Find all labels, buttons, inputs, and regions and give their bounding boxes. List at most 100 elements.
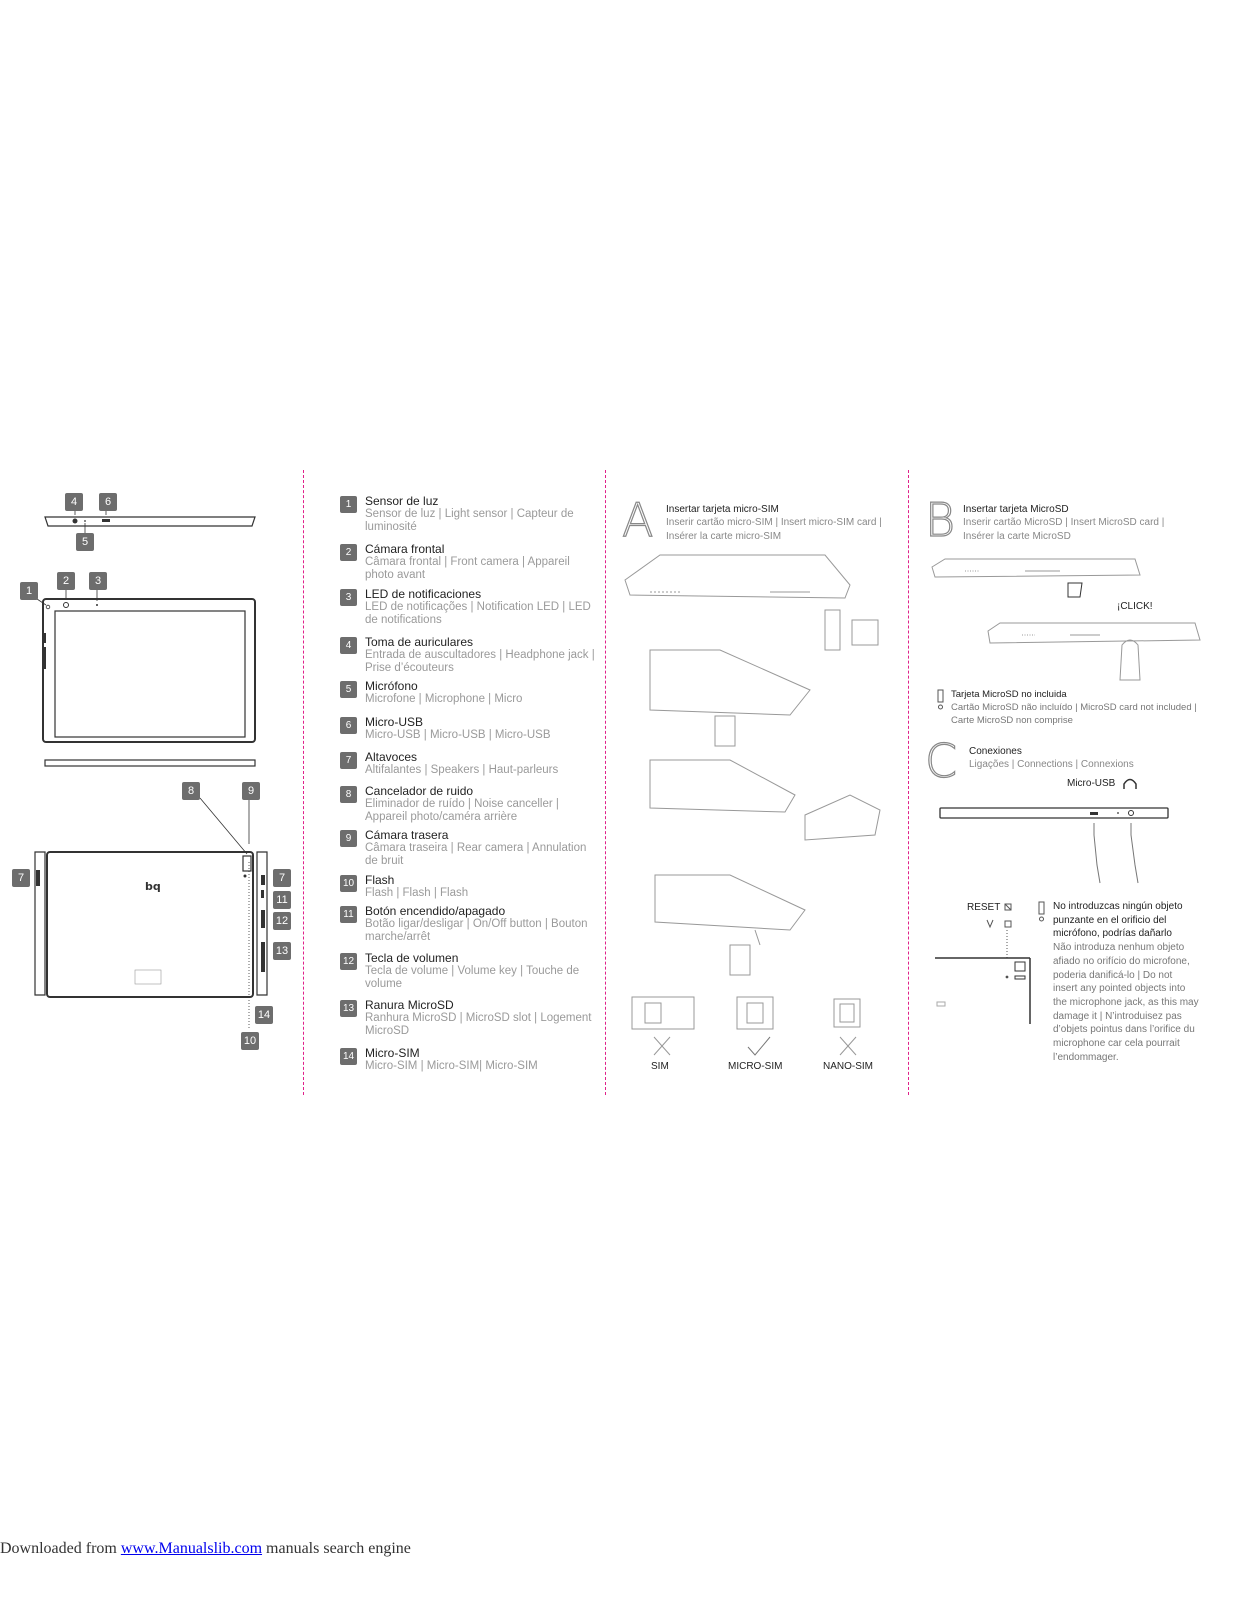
component-translations: Micro-USB | Micro-USB | Micro-USB (365, 729, 551, 741)
component-number: 14 (340, 1048, 357, 1065)
warning-line: Não introduza nenhum objeto (1053, 942, 1185, 954)
tablet-front-illustration (27, 590, 256, 767)
exclamation-icon (937, 689, 944, 710)
reset-label: RESET (967, 902, 1001, 913)
component-translations: Botão ligar/desligar | On/Off button | B… (365, 918, 588, 943)
svg-text:bq: bq (145, 880, 161, 893)
component-translations: Ranhura MicroSD | MicroSD slot | Logemen… (365, 1012, 592, 1037)
badge-7-left: 7 (12, 869, 30, 887)
component-number: 8 (340, 786, 357, 803)
connections-illustration (939, 807, 1169, 884)
badge-6: 6 (99, 493, 117, 511)
component-translations: Eliminador de ruído | Noise canceller | … (365, 798, 559, 823)
warning-line: punzante en el orificio del (1053, 914, 1167, 926)
component-name: Micro-SIM (365, 1046, 420, 1060)
badge-1: 1 (20, 582, 38, 600)
footer: Downloaded from www.Manualslib.com manua… (0, 1540, 411, 1558)
section-b-title: Insertar tarjeta MicroSD (963, 504, 1069, 515)
tablet-back-illustration: bq (34, 797, 268, 1030)
component-translations: Microfone | Microphone | Micro (365, 693, 523, 705)
component-translations: Sensor de luz | Light sensor | Capteur d… (365, 508, 574, 533)
warning-line: insert any pointed objects into (1053, 983, 1186, 995)
component-number: 4 (340, 637, 357, 654)
warning-line: poderia danificá-lo | Do not (1053, 969, 1173, 981)
component-name: Micro-USB (365, 715, 424, 729)
component-name: Cámara frontal (365, 542, 445, 556)
divider-1 (303, 470, 304, 1095)
section-b-sub1: Inserir cartão MicroSD | Insert MicroSD … (963, 517, 1165, 528)
component-number: 13 (340, 1000, 357, 1017)
microsd-note-title: Tarjeta MicroSD no incluida (951, 689, 1067, 700)
component-number: 2 (340, 544, 357, 561)
section-a-sub2: Insérer la carte micro-SIM (666, 531, 782, 542)
component-name: LED de notificaciones (365, 587, 482, 601)
component-number: 1 (340, 496, 357, 513)
warning-line: the microphone jack, as this may (1053, 996, 1199, 1008)
warning-line: damage it | N’introduisez pas (1053, 1010, 1182, 1022)
headphone-icon (1123, 778, 1137, 789)
section-b-letter: B (924, 493, 956, 547)
warning-line: No introduzcas ningún objeto (1053, 901, 1183, 912)
microsd-note-sub2: Carte MicroSD non comprise (951, 715, 1073, 726)
sim-label: SIM (651, 1061, 669, 1072)
warning-line: microphone car cela pourrait (1053, 1038, 1180, 1050)
manualslib-link[interactable]: www.Manualslib.com (120, 1540, 263, 1557)
section-c-title: Conexiones (969, 746, 1022, 757)
divider-3 (908, 470, 909, 1095)
badge-7-right: 7 (273, 869, 291, 887)
micro-usb-label: Micro-USB (1067, 778, 1116, 789)
component-number: 3 (340, 589, 357, 606)
component-number: 6 (340, 717, 357, 734)
component-translations: Flash | Flash | Flash (365, 887, 469, 899)
sim-size-comparison-illustration (631, 996, 861, 1056)
warning-line: l’endommager. (1053, 1051, 1119, 1063)
badge-12: 12 (273, 912, 291, 930)
section-a-title: Insertar tarjeta micro-SIM (666, 504, 779, 515)
component-name: Sensor de luz (365, 494, 439, 508)
sim-insert-steps-illustration (624, 554, 881, 976)
component-number: 12 (340, 953, 357, 970)
component-translations: Altifalantes | Speakers | Haut-parleurs (365, 764, 559, 776)
section-b-sub2: Insérer la carte MicroSD (963, 531, 1071, 542)
component-name: Ranura MicroSD (365, 998, 454, 1012)
reset-diagram-illustration (935, 903, 1031, 1024)
component-translations: LED de notificações | Notification LED |… (365, 601, 591, 626)
badge-3: 3 (89, 572, 107, 590)
badge-9: 9 (242, 782, 260, 800)
microsd-insert-illustration (931, 558, 1201, 681)
component-name: Toma de auriculares (365, 635, 474, 649)
click-label: ¡CLICK! (1117, 601, 1153, 612)
component-number: 9 (340, 830, 357, 847)
component-number: 10 (340, 875, 357, 892)
warning-line: d’objets pointus dans l’orifice du (1053, 1024, 1195, 1036)
badge-11: 11 (273, 891, 291, 909)
badge-14: 14 (255, 1006, 273, 1024)
microsd-note: Tarjeta MicroSD no incluida Cartão Micro… (951, 688, 1197, 727)
section-c-letter: C (924, 734, 958, 788)
badge-13: 13 (273, 942, 291, 960)
section-a-letter: A (621, 493, 654, 547)
component-name: Cámara trasera (365, 828, 449, 842)
microphone-warning: No introduzcas ningún objeto punzante en… (1053, 900, 1203, 1064)
badge-8: 8 (182, 782, 200, 800)
component-name: Micrófono (365, 679, 418, 693)
component-translations: Entrada de auscultadores | Headphone jac… (365, 649, 595, 674)
footer-suffix: manuals search engine (262, 1540, 411, 1557)
section-c-sub: Ligações | Connections | Connexions (969, 759, 1134, 770)
component-number: 7 (340, 752, 357, 769)
component-name: Cancelador de ruido (365, 784, 474, 798)
badge-5: 5 (76, 533, 94, 551)
warning-line: afiado no orifício do microfone, (1053, 955, 1190, 967)
nano-sim-label: NANO-SIM (823, 1061, 873, 1072)
component-name: Tecla de volumen (365, 951, 459, 965)
component-name: Botón encendido/apagado (365, 904, 506, 918)
component-translations: Tecla de volume | Volume key | Touche de… (365, 965, 580, 990)
component-translations: Câmara traseira | Rear camera | Annulati… (365, 842, 587, 867)
component-name: Flash (365, 873, 395, 887)
warning-line: micrófono, podrías dañarlo (1053, 928, 1172, 940)
component-translations: Câmara frontal | Front camera | Appareil… (365, 556, 570, 581)
component-translations: Micro-SIM | Micro-SIM| Micro-SIM (365, 1060, 538, 1072)
badge-2: 2 (57, 572, 75, 590)
badge-4: 4 (65, 493, 83, 511)
micro-sim-label: MICRO-SIM (728, 1061, 783, 1072)
